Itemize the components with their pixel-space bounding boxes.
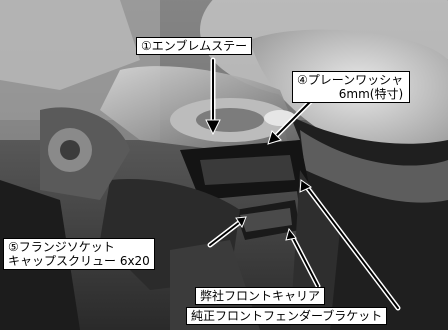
label-company-front-carrier: 弊社フロントキャリア [195,287,326,305]
label-plain-washer-line1: ④プレーンワッシャ [297,73,404,87]
label-emblem-stay: ①エンブレムステー [136,37,253,55]
label-plain-washer-line2: 6mm(特寸) [338,87,404,101]
label-flange-socket-line2: キャップスクリュー 6x20 [8,254,150,268]
label-flange-socket-screw: ⑤フランジソケット キャップスクリュー 6x20 [3,238,155,270]
label-genuine-front-fender-bracket: 純正フロントフェンダーブラケット [186,307,388,325]
label-company-front-carrier-text: 弊社フロントキャリア [200,289,321,303]
label-emblem-stay-text: ①エンブレムステー [141,39,248,53]
label-plain-washer: ④プレーンワッシャ 6mm(特寸) [292,71,411,103]
label-genuine-front-fender-bracket-text: 純正フロントフェンダーブラケット [191,309,383,323]
label-flange-socket-line1: ⑤フランジソケット [8,240,115,254]
